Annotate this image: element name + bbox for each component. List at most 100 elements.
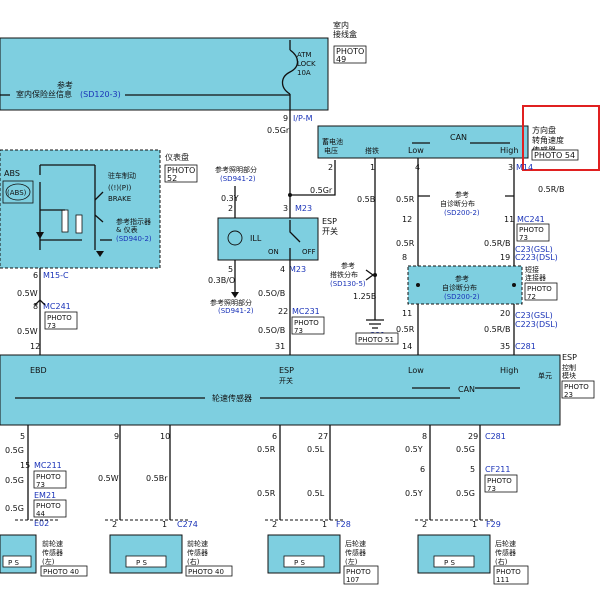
ground-ref-text: 搭铁分布 [330,270,358,279]
joint-ref-label: 参考 [455,274,469,283]
brake-text: BRAKE [108,195,131,203]
esp-sw-ref1-label: 参考照明部分 [215,165,257,174]
junction-ref-text: 室内保险丝信息 [16,89,72,99]
esp-sw-pin-5: 5 [228,265,233,274]
diag-ref-code[interactable]: (SD200-2) [444,209,480,217]
lower-pin-15: 15 [20,461,30,470]
lower-wire-0-5l-b: 0.5L [307,489,325,498]
cluster-photo-frame [164,164,198,183]
sensor-front-right-name-1: 前轮速 [187,539,208,548]
wire-0-5o-b-label-b: 0.5O/B [258,326,285,335]
instrument-cluster: 仪表盘 PHOTO 52 ABS (ABS) 驻车制动 ((!)(P)) BRA… [0,149,198,269]
sensor-rear-right-ps-frame [433,555,475,568]
pin-12-left: 12 [30,342,40,351]
lower-wire-0-5y-a: 0.5Y [405,445,423,454]
esp-unit-title-3: 模块 [562,371,576,380]
connector-c281-top: C281 [515,342,536,351]
cluster-transistor [40,191,104,241]
pin-9-label: 9 [283,114,288,123]
sensor-rear-right-name-1: 后轮速 [495,539,516,548]
junction-box-body [0,37,329,111]
wire-0-3y-label: 0.3Y [221,194,239,203]
fuse-label-2: LOCK [297,60,316,68]
lower-wire-0-5g-e: 0.5G [456,489,475,498]
junction-box-title-1: 室内 [333,20,349,30]
photo-73-lower-left-frame [33,470,67,489]
sensor-front-left-photo-frame [40,565,88,577]
esp-switch-title-2: 开关 [322,226,338,236]
steering-pin-2: 2 [328,163,333,172]
wire-0-5b-label: 0.5B [357,195,375,204]
lower-wire-0-5br: 0.5Br [146,474,168,483]
sensor-rear-left-ps-frame [283,555,325,568]
steering-title-1: 方向盘 [532,125,556,135]
ground-ref-label: 参考 [341,261,355,270]
wire-1-25b-label: 1.25B [353,292,376,301]
sensor-front-right-ps-frame [125,555,167,568]
cluster-photo: PHOTO [167,166,195,175]
cluster-ref-label: 参考指示器 [116,217,151,226]
junction-ref-code[interactable]: (SD120-3) [80,90,121,99]
ground-ref-arrow [365,269,375,281]
brake-title: 驻车制动 [108,171,136,180]
splice-dot [288,193,292,197]
sensor-rear-left-name-3: (左) [345,557,358,566]
steering-sensor: 方向盘 转角速度 传感器 PHOTO 54 CAN 蓄电池 电压 搭铁 Low … [317,105,600,172]
lower-wire-0-5w: 0.5W [98,474,119,483]
joint-ref-text: 自诊断分布 [442,283,477,292]
connector-c281-bottom: C281 [485,432,506,441]
connector-e02: E02 [34,519,49,528]
connector-c223-dsl-b: C223(DSL) [515,320,558,329]
photo-44-frame [33,499,67,518]
esp-switch-ill: ILL [250,234,262,243]
pin-35: 35 [500,342,510,351]
connector-chevron [34,299,46,306]
joint-ref-code[interactable]: (SD200-2) [444,293,480,301]
steering-pin-1: 1 [370,163,375,172]
sensor-rear-right-photo-frame [493,565,529,585]
esp-sw-ref1-code[interactable]: (SD941-2) [220,175,256,183]
arrow-down-icon [96,251,104,257]
esp-unit-wheel: 轮速传感器 [212,393,252,403]
joint-title-2: 连接器 [525,273,546,282]
lower-wire-0-5l-a: 0.5L [307,445,325,454]
esp-unit-low: Low [408,366,424,375]
esp-unit-title-2: 控制 [562,363,576,372]
conn-pin-2a: 2 [112,520,117,529]
steering-title-2: 转角速度 [532,135,564,145]
lower-pin-6b: 6 [420,465,425,474]
connector-m14: M14 [516,163,533,172]
junction-box-photo-no: 49 [336,55,346,64]
sensor-front-left-name-2: 传感器 [42,548,63,557]
esp-unit-body [0,354,561,426]
pin-11-diag: 11 [504,215,514,224]
ground-ref-code[interactable]: (SD130-5) [330,280,366,288]
esp-switch-title: ESP [322,217,337,226]
lower-wire-0-5g-d: 0.5G [456,445,475,454]
cluster-ref-code[interactable]: (SD940-2) [116,235,152,243]
sensor-rear-left-photo-frame [343,565,379,585]
wire-0-5gr-label: 0.5Gr [267,126,290,135]
sensor-rear-left-name-2: 传感器 [345,548,366,557]
photo-54: PHOTO 54 [534,151,575,160]
lower-wire-0-5y-b: 0.5Y [405,489,423,498]
abs-lamp-text: (ABS) [7,189,27,197]
esp-switch-contact [289,220,301,260]
sensor-front-left-ps-frame [2,555,32,568]
arrow-down-icon-2 [231,292,239,298]
connector-m15-c: M15-C [43,271,69,280]
photo-54-frame [531,149,579,161]
conn-pin-1c: 1 [472,520,477,529]
joint-dot-left [416,283,420,287]
steering-col-high: High [500,146,518,155]
esp-sw-ref2-code[interactable]: (SD941-2) [218,307,254,315]
lower-wire-0-5r-b: 0.5R [257,489,276,498]
connector-f28: F28 [336,520,351,529]
wire-0-5w-label-a: 0.5W [17,289,38,298]
steering-sensor-body [317,125,529,159]
